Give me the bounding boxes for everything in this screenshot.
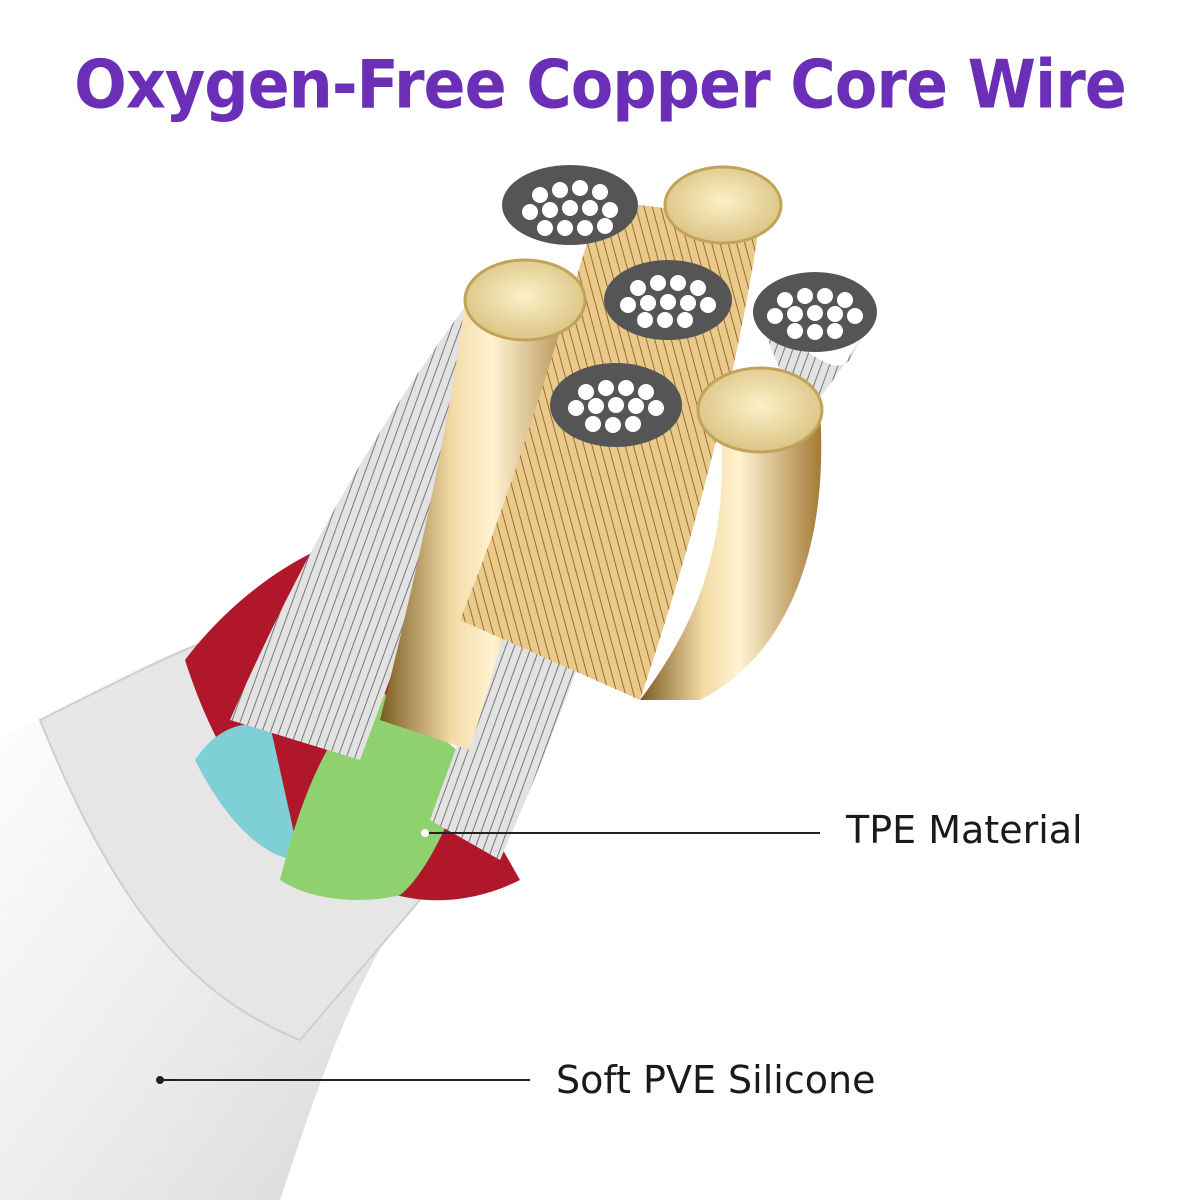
gold-cap-right — [696, 366, 824, 454]
gold-wire-center — [380, 300, 585, 750]
blue-insulation — [195, 723, 300, 860]
strand-cap-top-left — [502, 165, 638, 245]
callout-dot-tpe — [421, 829, 429, 837]
callout-dot-silicone — [156, 1076, 164, 1084]
headline-title: Oxygen-Free Copper Core Wire — [74, 45, 1127, 124]
tpe-material-label: TPE Material — [846, 808, 1083, 852]
gold-wire-right — [640, 410, 822, 700]
strand-cap-center — [604, 260, 732, 340]
gold-cap-left — [463, 258, 587, 342]
silicone-label: Soft PVE Silicone — [556, 1058, 876, 1102]
green-insulation — [280, 690, 470, 900]
gold-cap-top — [663, 165, 783, 245]
strand-cap-front — [550, 363, 682, 447]
strand-cap-right — [753, 272, 877, 352]
